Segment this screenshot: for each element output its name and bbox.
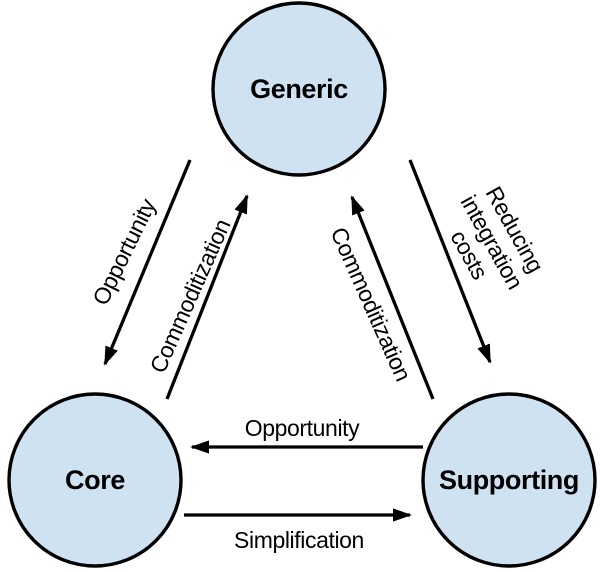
edge-generic-to-supporting-arrow: [408, 159, 492, 364]
node-core-label: Core: [65, 465, 125, 495]
edge-generic-to-core-arrow: [103, 159, 192, 366]
node-supporting-label: Supporting: [439, 465, 579, 495]
node-core-circle: [7, 392, 183, 568]
node-supporting-circle: [421, 392, 597, 568]
node-generic-label: Generic: [250, 74, 348, 104]
edge-supporting-to-generic-arrow: [350, 195, 435, 400]
node-generic-circle: [211, 1, 387, 177]
edge-core-to-generic-arrow: [165, 194, 249, 400]
edge-generic-to-supporting-label: Reducing integration costs: [445, 182, 549, 293]
edge-supporting-to-core-label: Opportunity: [245, 415, 360, 441]
edge-core-to-supporting-label: Simplification: [234, 527, 364, 553]
